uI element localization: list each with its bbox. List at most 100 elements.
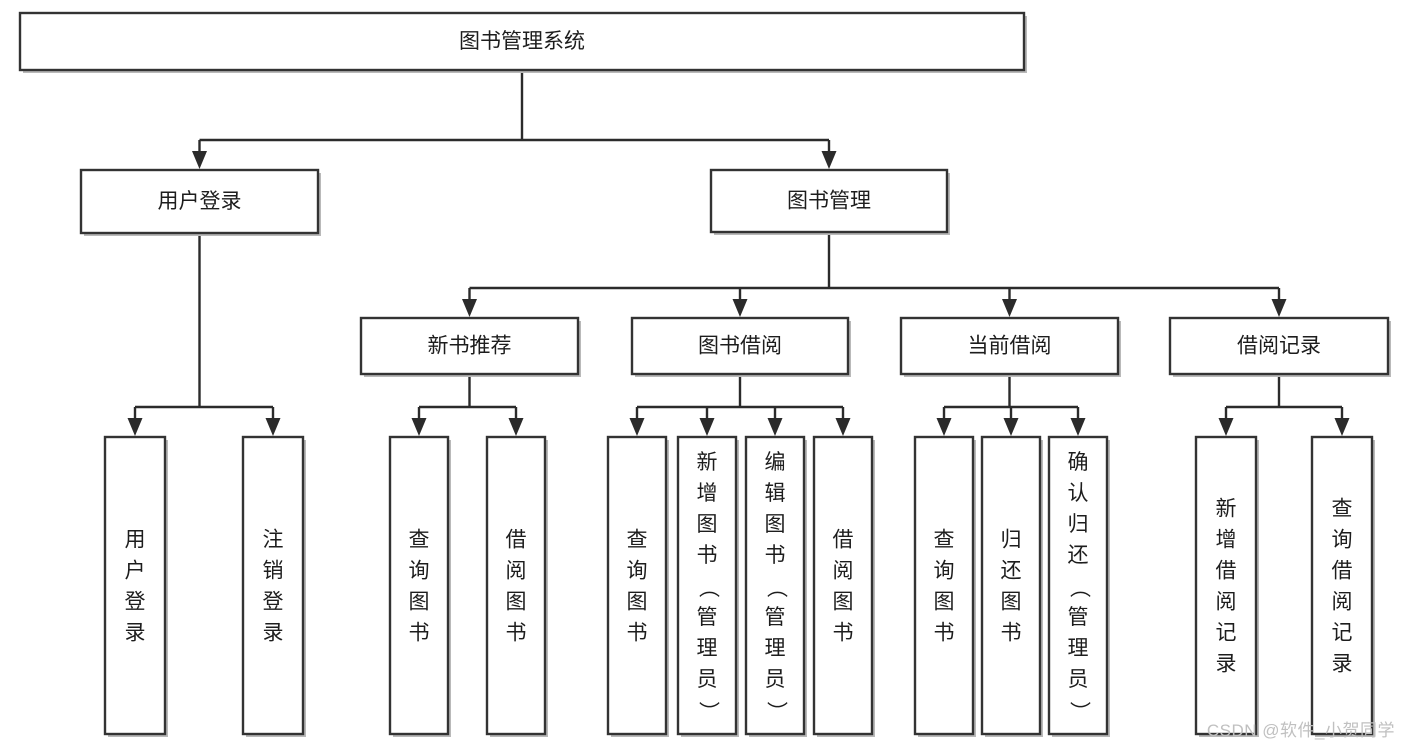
node-label-char: 员 xyxy=(697,668,718,691)
node-label-char: 书 xyxy=(409,622,430,645)
node-label-char: 书 xyxy=(934,622,955,645)
node-label-char: （ xyxy=(696,577,719,598)
node-label-char: 新 xyxy=(1216,498,1237,521)
node-label-char: 查 xyxy=(1332,498,1353,521)
node-label-char: ） xyxy=(764,701,787,722)
node-label-char: 查 xyxy=(934,529,955,552)
csdn-watermark: CSDN @软件_小贺同学 xyxy=(1206,721,1395,740)
node-label-char: 理 xyxy=(697,637,718,660)
node-book_manage[interactable]: 图书管理 xyxy=(709,168,950,235)
node-label-char: 认 xyxy=(1068,482,1089,505)
node-label-char: 注 xyxy=(263,529,284,552)
node-label-char: 员 xyxy=(1068,668,1089,691)
connectors-layer xyxy=(127,70,1350,436)
node-label-char: 阅 xyxy=(506,560,527,583)
node-label-char: 还 xyxy=(1001,560,1022,583)
node-label: 图书管理系统 xyxy=(459,30,585,53)
node-new_book_rec[interactable]: 新书推荐 xyxy=(359,316,581,377)
node-label-char: 阅 xyxy=(1216,591,1237,614)
node-label-char: 增 xyxy=(1216,529,1237,552)
node-label-char: 询 xyxy=(1332,529,1353,552)
node-label-char: 图 xyxy=(833,591,854,614)
node-label-char: 询 xyxy=(627,560,648,583)
node-label-char: 管 xyxy=(765,606,786,629)
node-label: 当前借阅 xyxy=(968,335,1052,358)
node-label-char: 销 xyxy=(263,560,284,583)
node-label-char: 录 xyxy=(1332,653,1353,676)
node-label-char: 还 xyxy=(1068,544,1089,567)
node-label-char: 查 xyxy=(409,529,430,552)
node-label-char: 书 xyxy=(506,622,527,645)
node-label-char: 新 xyxy=(697,451,718,474)
nodes-layer: 图书管理系统用户登录图书管理新书推荐图书借阅当前借阅借阅记录用户登录注销登录查询… xyxy=(18,11,1391,737)
node-label-char: 借 xyxy=(1216,560,1237,583)
node-label-char: 录 xyxy=(1216,653,1237,676)
node-book_borrow[interactable]: 图书借阅 xyxy=(630,316,851,377)
node-label-char: 图 xyxy=(697,513,718,536)
node-label-char: 登 xyxy=(263,591,284,614)
node-label-char: 书 xyxy=(697,544,718,567)
node-label-char: 理 xyxy=(765,637,786,660)
node-label: 用户登录 xyxy=(158,190,242,213)
node-label-char: 书 xyxy=(833,622,854,645)
node-label: 新书推荐 xyxy=(428,335,512,358)
node-label-char: 理 xyxy=(1068,637,1089,660)
node-label: 图书管理 xyxy=(787,190,871,213)
node-label-char: 录 xyxy=(263,622,284,645)
node-label-char: 书 xyxy=(627,622,648,645)
node-label-char: 管 xyxy=(1068,606,1089,629)
node-label-char: 图 xyxy=(934,591,955,614)
node-label-char: ） xyxy=(696,701,719,722)
node-label-char: 归 xyxy=(1001,529,1022,552)
node-label-char: 增 xyxy=(697,482,718,505)
node-leaf-user-login[interactable]: 用户登录 xyxy=(103,435,168,737)
node-label-char: 阅 xyxy=(833,560,854,583)
node-label-char: （ xyxy=(1067,577,1090,598)
node-label-char: 查 xyxy=(627,529,648,552)
node-current_borrow[interactable]: 当前借阅 xyxy=(899,316,1121,377)
node-label-char: 录 xyxy=(125,622,146,645)
node-label-char: 书 xyxy=(765,544,786,567)
node-label-char: 归 xyxy=(1068,513,1089,536)
node-label-char: 辑 xyxy=(765,482,786,505)
node-label-char: 阅 xyxy=(1332,591,1353,614)
node-label-char: 图 xyxy=(627,591,648,614)
node-label-char: 借 xyxy=(506,529,527,552)
node-root[interactable]: 图书管理系统 xyxy=(18,11,1027,73)
node-label-char: 借 xyxy=(1332,560,1353,583)
node-label-char: 管 xyxy=(697,606,718,629)
node-label-char: 员 xyxy=(765,668,786,691)
node-label-char: 图 xyxy=(765,513,786,536)
node-label-char: 编 xyxy=(765,451,786,474)
node-label-char: 记 xyxy=(1332,622,1353,645)
node-label-char: 图 xyxy=(409,591,430,614)
node-label-char: 图 xyxy=(506,591,527,614)
node-user_login[interactable]: 用户登录 xyxy=(79,168,321,236)
node-label-char: 户 xyxy=(125,560,146,583)
node-label-char: 借 xyxy=(833,529,854,552)
node-label-char: （ xyxy=(764,577,787,598)
node-borrow_record[interactable]: 借阅记录 xyxy=(1168,316,1391,377)
node-label-char: 图 xyxy=(1001,591,1022,614)
node-label-char: 书 xyxy=(1001,622,1022,645)
node-label-char: 登 xyxy=(125,591,146,614)
node-label-char: 确 xyxy=(1068,451,1089,474)
node-label: 图书借阅 xyxy=(698,335,782,358)
node-label-char: ） xyxy=(1067,701,1090,722)
node-label-char: 询 xyxy=(934,560,955,583)
node-label-char: 用 xyxy=(125,529,146,552)
